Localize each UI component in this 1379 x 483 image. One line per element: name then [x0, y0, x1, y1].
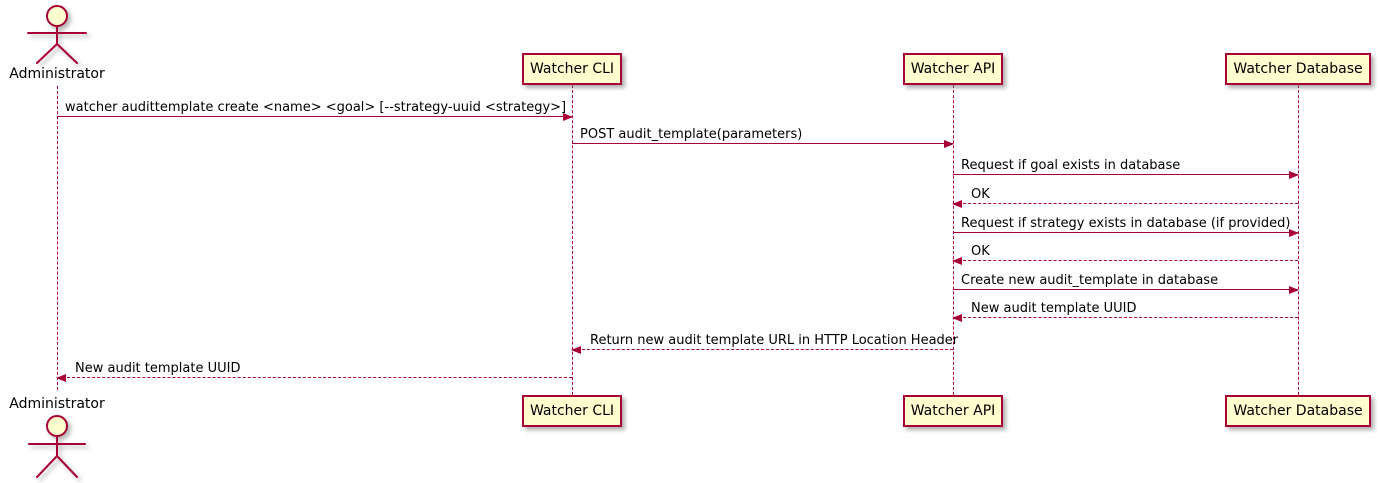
message-text: Request if goal exists in database	[961, 158, 1181, 173]
actor-administrator-icon	[27, 5, 87, 64]
message-line	[572, 143, 953, 144]
lifeline-watcher-database	[1298, 85, 1299, 395]
message-text: OK	[971, 244, 990, 259]
arrowhead-right-icon	[1289, 171, 1299, 179]
message-check-goal: Request if goal exists in database	[953, 157, 1299, 179]
message-text: Return new audit template URL in HTTP Lo…	[590, 333, 959, 348]
message-text: OK	[971, 187, 990, 202]
message-line	[953, 174, 1298, 175]
message-line	[953, 317, 1298, 318]
message-line	[953, 260, 1298, 261]
arrowhead-right-icon	[1289, 286, 1299, 294]
arrowhead-right-icon	[1289, 229, 1299, 237]
lifeline-administrator	[57, 86, 58, 390]
message-create-audittemplate: watcher audittemplate create <name> <goa…	[57, 99, 573, 121]
lifeline-watcher-cli	[572, 85, 573, 395]
message-text: New audit template UUID	[971, 301, 1137, 316]
arrowhead-left-icon	[571, 346, 581, 354]
actor-administrator-label-top: Administrator	[9, 66, 105, 82]
message-line	[953, 232, 1298, 233]
actor-administrator-label-bottom: Administrator	[9, 396, 105, 412]
participant-watcher-api-bottom: Watcher API	[903, 395, 1003, 427]
message-text: watcher audittemplate create <name> <goa…	[65, 100, 567, 115]
message-text: Create new audit_template in database	[961, 273, 1219, 288]
lifeline-watcher-api	[953, 85, 954, 395]
arrowhead-left-icon	[952, 314, 962, 322]
actor-administrator-icon	[28, 415, 86, 478]
arrowhead-left-icon	[952, 200, 962, 208]
participant-watcher-cli-top: Watcher CLI	[522, 53, 622, 85]
message-create-template-db: Create new audit_template in database	[953, 272, 1299, 294]
arrowhead-right-icon	[563, 113, 573, 121]
participant-watcher-database-bottom: Watcher Database	[1225, 395, 1371, 427]
message-line	[572, 349, 953, 350]
participant-watcher-database-top: Watcher Database	[1225, 53, 1371, 85]
participant-watcher-api-top: Watcher API	[903, 53, 1003, 85]
message-ok-strategy: OK	[952, 243, 1298, 265]
message-text: POST audit_template(parameters)	[580, 127, 803, 142]
participant-watcher-cli-bottom: Watcher CLI	[522, 395, 622, 427]
message-new-template-uuid-db: New audit template UUID	[952, 300, 1298, 322]
message-line	[953, 289, 1298, 290]
message-location-header: Return new audit template URL in HTTP Lo…	[571, 332, 958, 354]
message-text: Request if strategy exists in database (…	[961, 216, 1291, 231]
message-post-audit-template: POST audit_template(parameters)	[572, 126, 954, 148]
message-text: New audit template UUID	[75, 361, 241, 376]
arrowhead-left-icon	[56, 374, 66, 382]
arrowhead-right-icon	[944, 140, 954, 148]
message-line	[57, 377, 572, 378]
message-check-strategy: Request if strategy exists in database (…	[953, 215, 1299, 237]
arrowhead-left-icon	[952, 257, 962, 265]
message-line	[953, 203, 1298, 204]
message-return-uuid: New audit template UUID	[56, 360, 572, 382]
message-line	[57, 116, 572, 117]
message-ok-goal: OK	[952, 186, 1298, 208]
